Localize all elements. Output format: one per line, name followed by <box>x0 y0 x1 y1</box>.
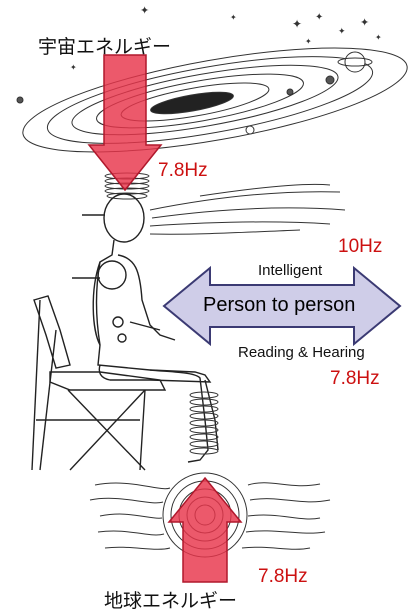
svg-text:✦: ✦ <box>360 16 369 29</box>
frequency-label-middle: 7.8Hz <box>330 368 380 390</box>
cosmic-energy-label: 宇宙エネルギー <box>38 32 171 59</box>
frequency-label-10hz: 10Hz <box>338 236 382 258</box>
svg-text:✦: ✦ <box>305 37 312 46</box>
cosmic-energy-arrow <box>89 55 161 190</box>
svg-text:✦: ✦ <box>140 4 149 17</box>
wind-lines <box>150 184 345 234</box>
svg-text:✦: ✦ <box>292 17 302 31</box>
reading-hearing-label: Reading & Hearing <box>238 344 365 361</box>
svg-text:✦: ✦ <box>230 13 237 22</box>
svg-text:✦: ✦ <box>70 63 77 72</box>
person-to-person-label: Person to person <box>203 294 355 317</box>
frequency-label-bottom: 7.8Hz <box>258 566 308 588</box>
svg-text:✦: ✦ <box>375 33 382 42</box>
folding-chair <box>32 296 165 470</box>
frequency-label-top: 7.8Hz <box>158 160 208 182</box>
earth-energy-label: 地球エネルギー <box>104 586 237 613</box>
leg-spring <box>190 392 218 454</box>
earth-energy-arrow <box>169 478 241 582</box>
svg-text:✦: ✦ <box>338 27 346 37</box>
intelligent-label: Intelligent <box>258 262 322 279</box>
svg-text:✦: ✦ <box>315 12 323 23</box>
